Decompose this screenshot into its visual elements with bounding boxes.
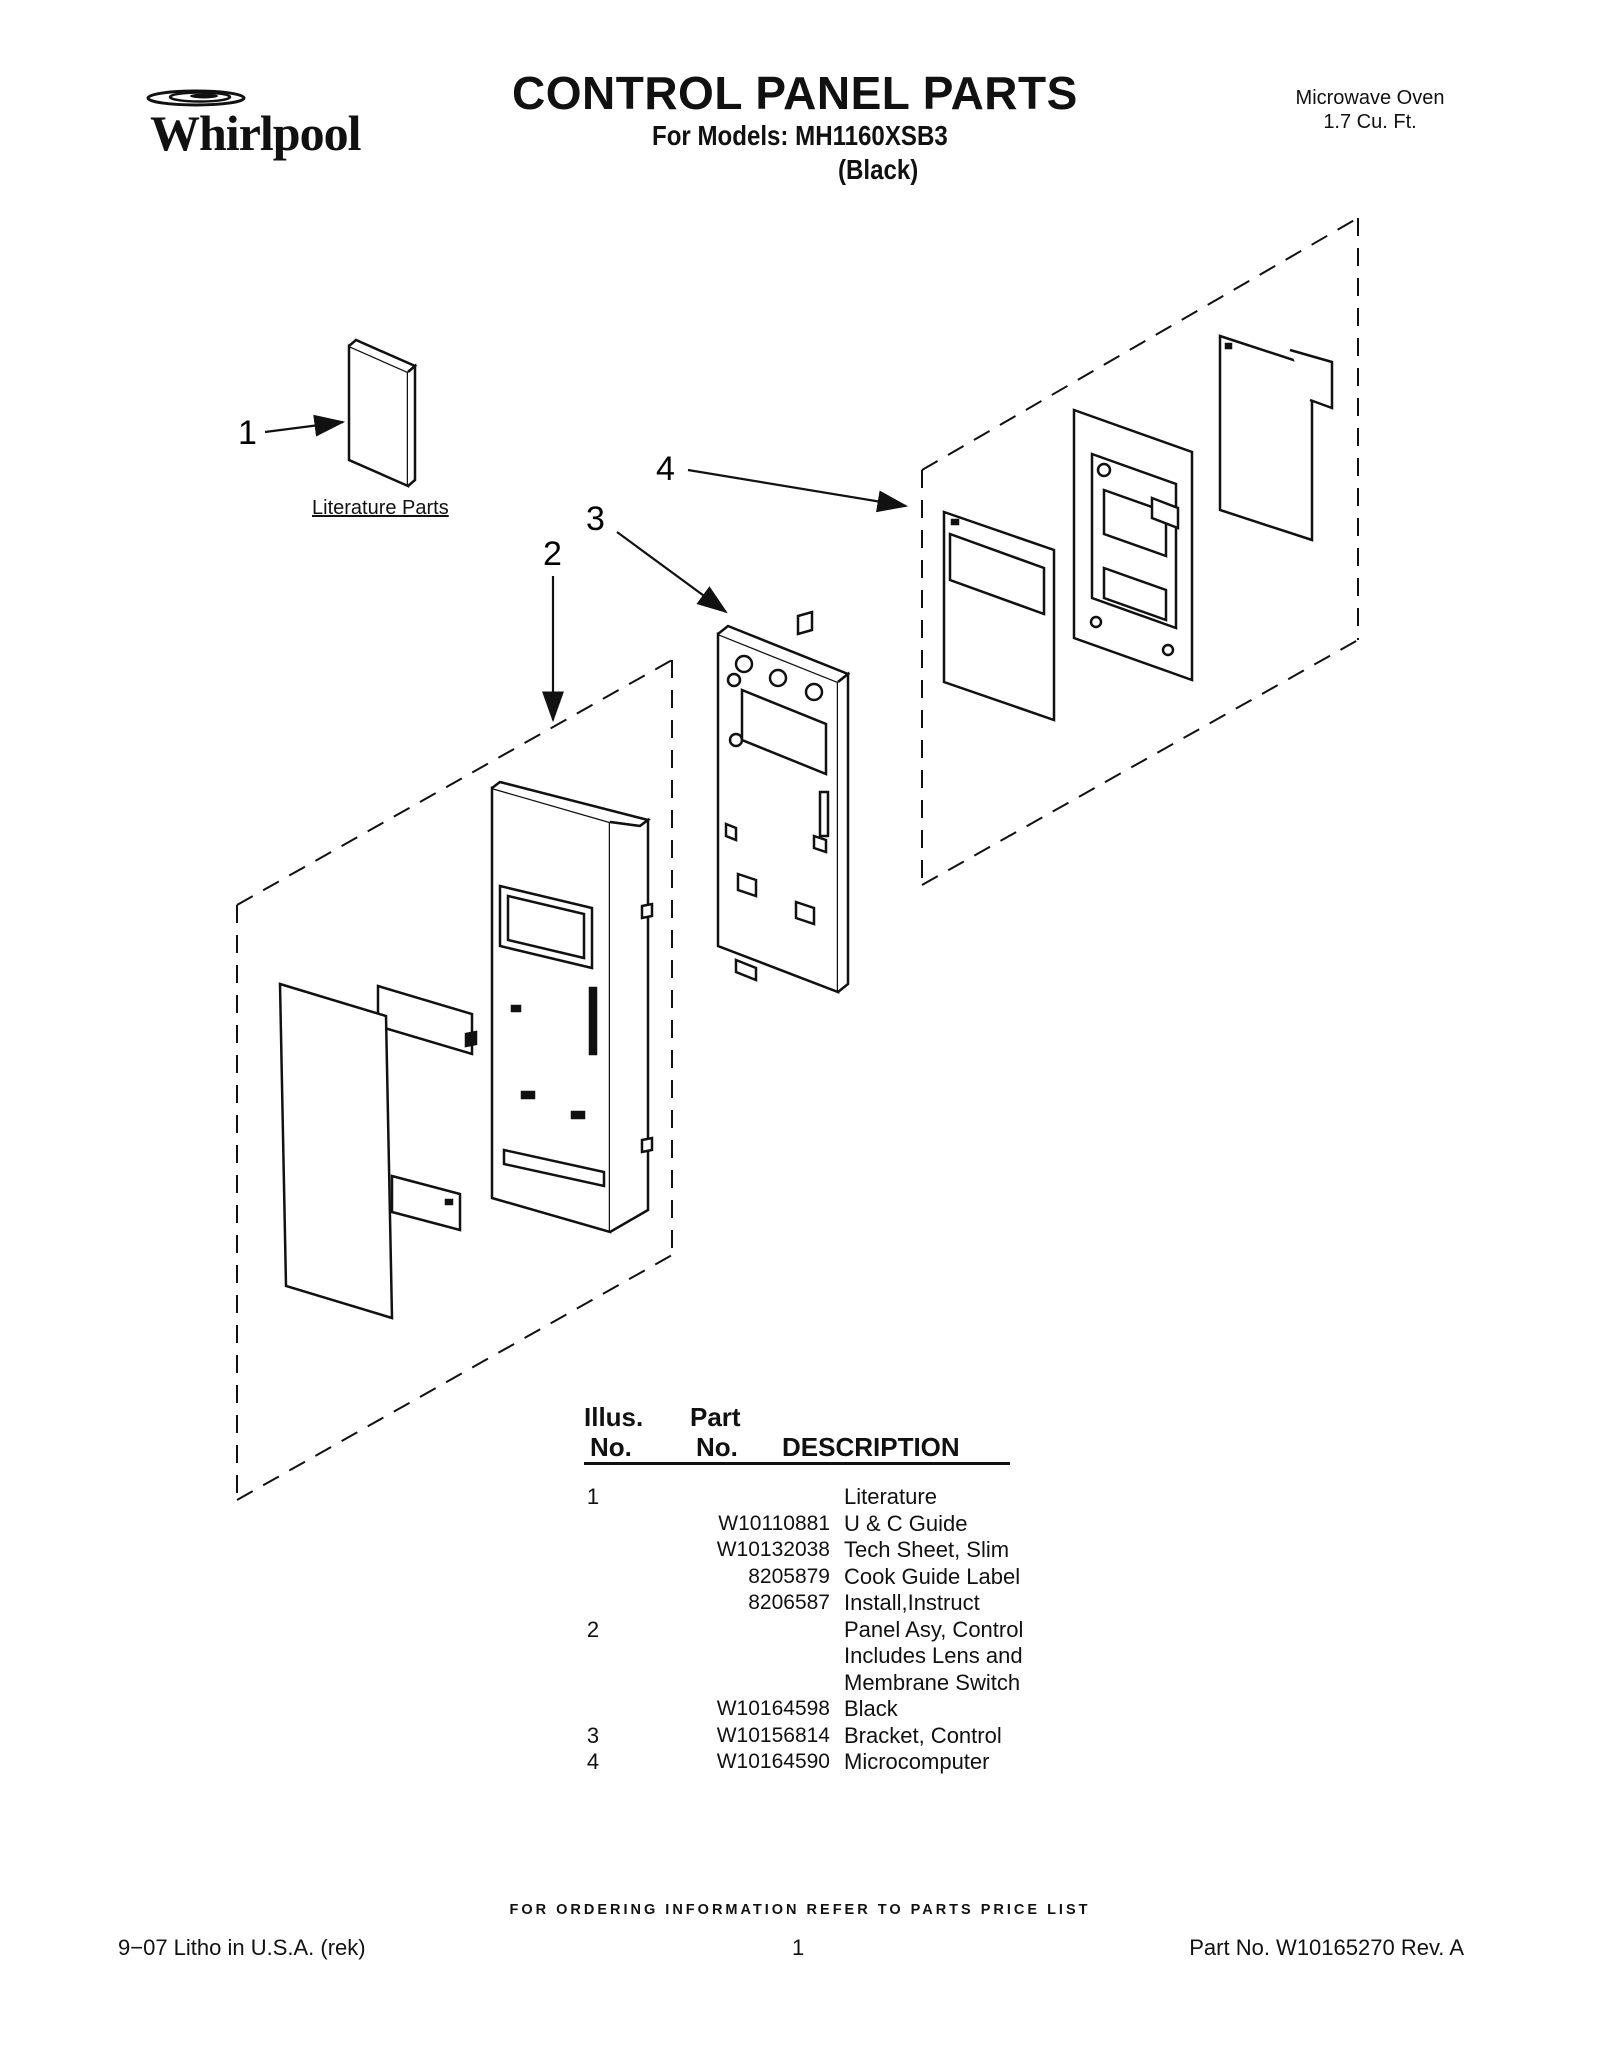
document-part-number: Part No. W10165270 Rev. A [1189, 1935, 1464, 1960]
rear-group-dashed-frame [921, 217, 1359, 886]
illus-header-line2: No. [590, 1432, 632, 1462]
swirl-logo-icon [146, 89, 246, 107]
product-info: Microwave Oven 1.7 Cu. Ft. [1270, 86, 1470, 134]
control-panel-assembly-part [278, 780, 654, 1320]
description-header: DESCRIPTION [782, 1432, 960, 1462]
control-bracket-part [716, 610, 851, 994]
table-row: Membrane Switch [844, 1669, 1021, 1695]
page-title: CONTROL PANEL PARTS [512, 67, 1078, 119]
illus-header-line1: Illus. [584, 1402, 644, 1432]
callout-4: 4 [656, 450, 675, 488]
literature-parts-label: Literature Parts [312, 497, 449, 519]
page-number: 1 [792, 1935, 805, 1960]
part-header-line2: No. [696, 1432, 738, 1462]
part-header-line1: Part [690, 1402, 741, 1432]
whirlpool-logo: Whirlpool [128, 84, 378, 164]
callout-2: 2 [543, 535, 562, 573]
product-type: Microwave Oven [1295, 87, 1445, 109]
model-color: (Black) [838, 154, 919, 185]
table-row: Includes Lens and [844, 1643, 1023, 1668]
ordering-note: FOR ORDERING INFORMATION REFER TO PARTS … [509, 1902, 1091, 1918]
litho-note: 9−07 Litho in U.S.A. (rek) [118, 1935, 366, 1960]
literature-booklet-part [347, 338, 418, 488]
callout-arrows [264, 414, 909, 723]
product-capacity: 1.7 Cu. Ft. [1323, 111, 1417, 133]
microcomputer-part [942, 334, 1334, 722]
models-subtitle: For Models: MH1160XSB3 [652, 120, 948, 151]
front-group-dashed-frame [236, 659, 673, 1501]
brand-name: Whirlpool [150, 105, 361, 161]
callout-1: 1 [238, 414, 257, 452]
table-header-rule [584, 1462, 1010, 1465]
callout-3: 3 [586, 500, 605, 538]
